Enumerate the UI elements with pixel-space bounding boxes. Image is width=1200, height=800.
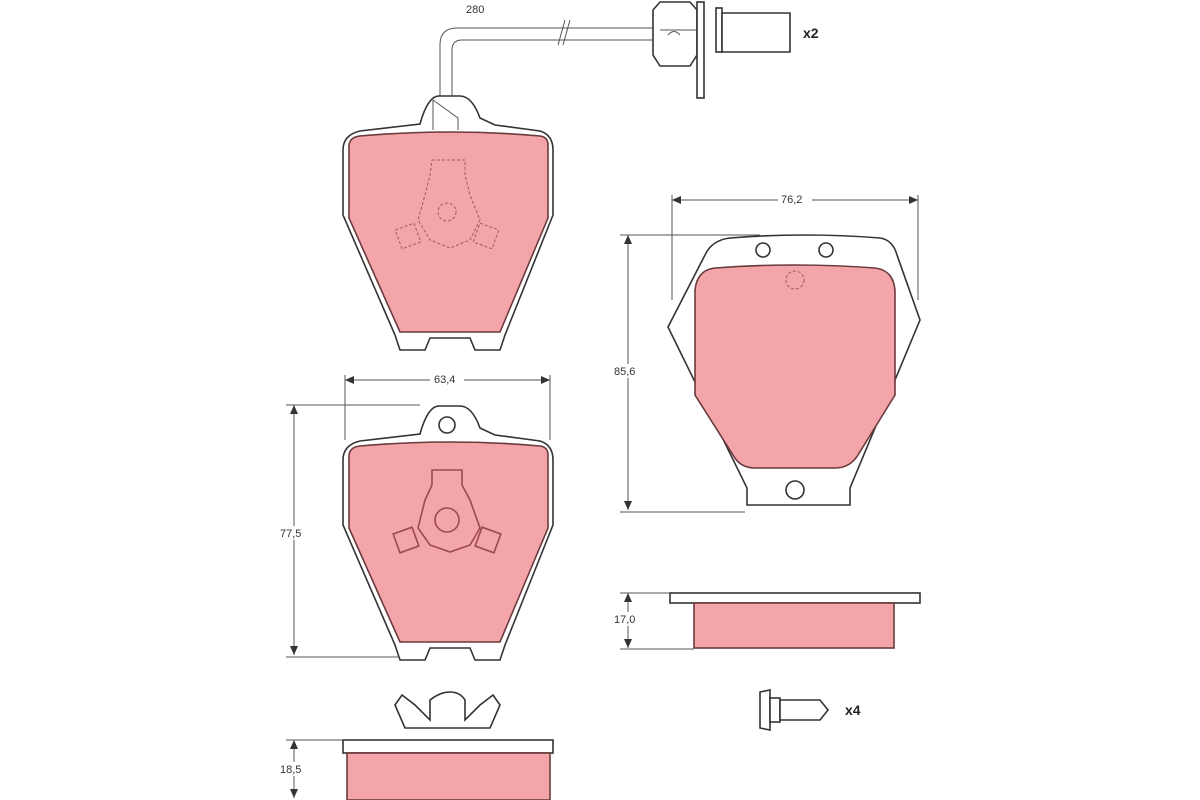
right-pad-side-view (669, 592, 921, 649)
bolt-quantity-label: x4 (845, 702, 861, 718)
sensor-quantity-label: x2 (803, 25, 819, 41)
inner-pad-with-sensor (342, 95, 554, 351)
thickness-left-pad-label: 18,5 (280, 764, 301, 776)
thickness-right-pad-label: 17,0 (614, 614, 635, 626)
bolt (759, 689, 830, 731)
sensor-length-label: 280 (466, 4, 484, 16)
width-right-pad-label: 76,2 (781, 194, 802, 206)
right-pad (667, 234, 921, 506)
left-pad-side-view (342, 691, 554, 800)
wear-sensor (439, 1, 791, 100)
height-left-pad-label: 77,5 (280, 528, 301, 540)
outer-pad (342, 405, 554, 661)
width-left-pad-label: 63,4 (434, 374, 455, 386)
height-right-pad-label: 85,6 (614, 366, 635, 378)
